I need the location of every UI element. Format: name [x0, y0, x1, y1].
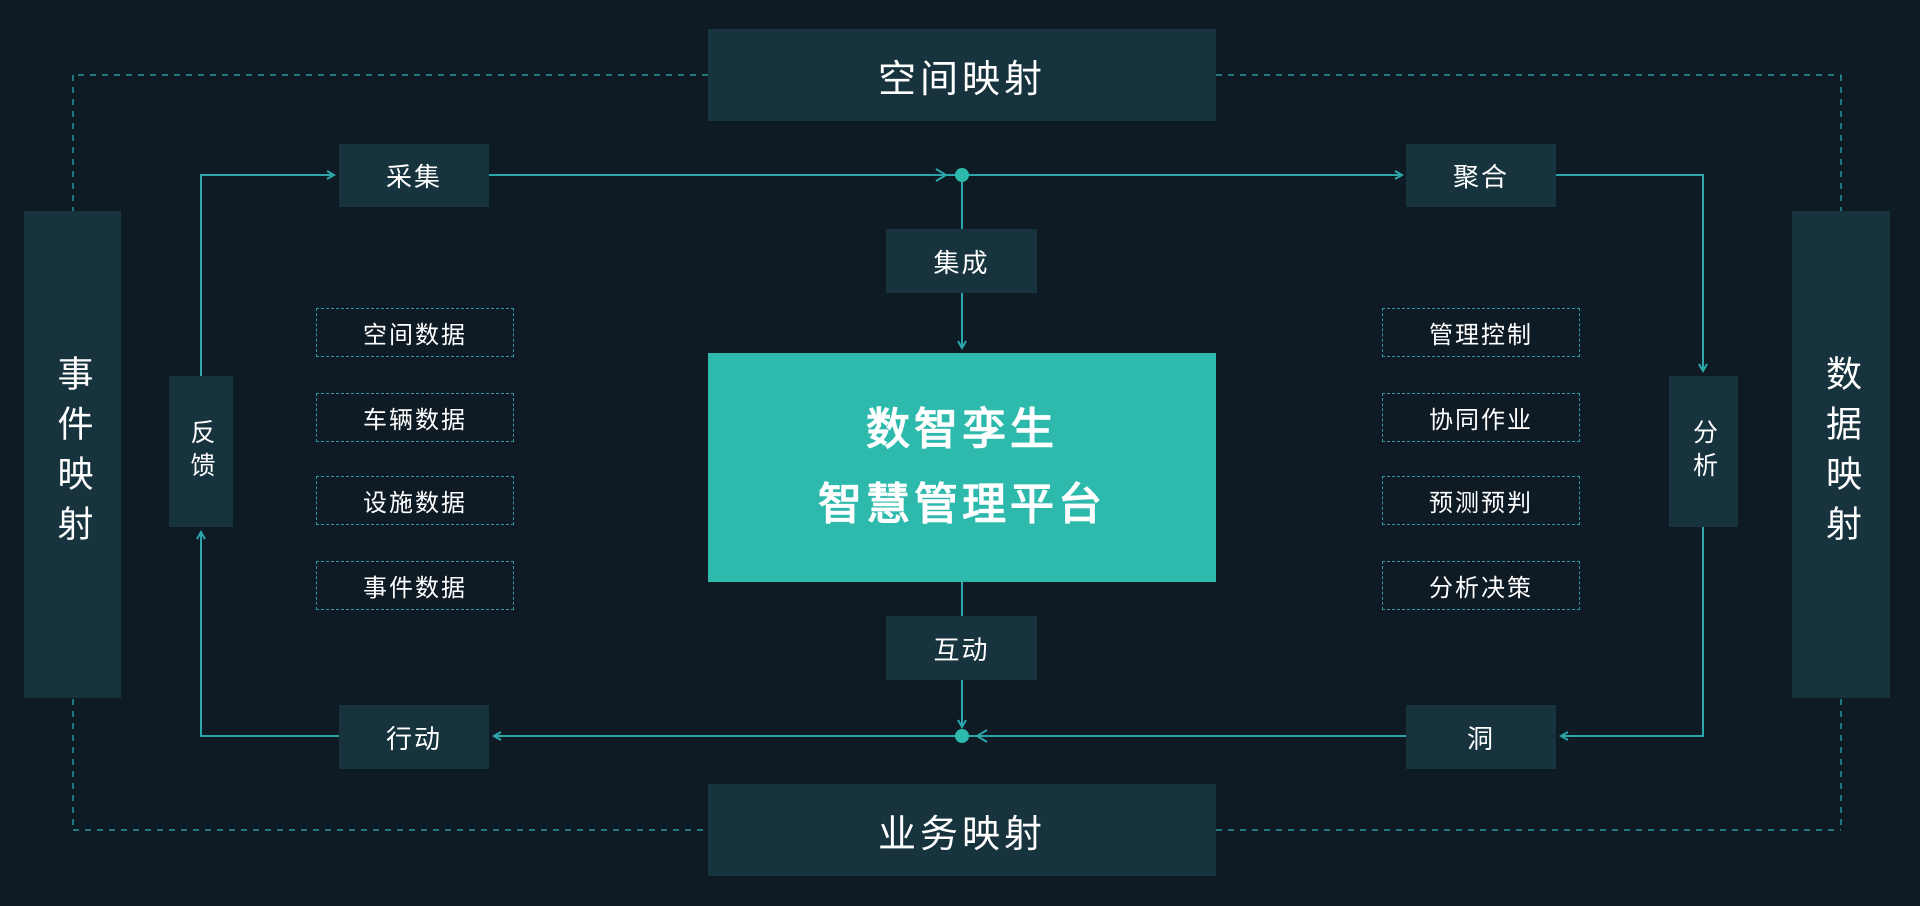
data-item-analysis-decision: 分析决策: [1382, 561, 1580, 610]
mapping-label-spatial: 空间映射: [877, 58, 1046, 101]
mapping-box-business: 业务映射: [708, 784, 1216, 876]
node-analysis-label: 分析: [1689, 418, 1718, 485]
mapping-box-spatial: 空间映射: [708, 29, 1216, 121]
platform-center-box: 数智孪生 智慧管理平台: [708, 353, 1216, 582]
data-item-event-data-label: 事件数据: [363, 575, 467, 602]
arrowhead-into-bottom-junction: [975, 729, 988, 743]
arrow-analysis-to-insight: [1558, 527, 1704, 741]
data-item-spatial-data: 空间数据: [316, 308, 514, 357]
node-action: 行动: [339, 705, 489, 769]
data-item-vehicle-data: 车辆数据: [316, 393, 514, 442]
data-item-analysis-decision-label: 分析决策: [1429, 575, 1533, 602]
arrow-action-to-feedback: [196, 529, 339, 737]
data-item-collaboration: 协同作业: [1382, 393, 1580, 442]
arrow-feedback-to-collect: [200, 170, 337, 376]
node-integrate: 集成: [886, 229, 1037, 293]
node-action-label: 行动: [385, 723, 442, 754]
data-item-prediction: 预测预判: [1382, 476, 1580, 525]
mapping-box-event: 事件映射: [24, 211, 121, 698]
data-item-facility-data: 设施数据: [316, 476, 514, 525]
node-analysis: 分析: [1669, 376, 1738, 527]
data-item-facility-data-label: 设施数据: [363, 490, 467, 517]
data-item-collaboration-label: 协同作业: [1429, 407, 1533, 434]
platform-title-line1: 数智孪生: [866, 404, 1058, 454]
data-item-management-control: 管理控制: [1382, 308, 1580, 357]
data-item-event-data: 事件数据: [316, 561, 514, 610]
node-interact-label: 互动: [933, 634, 990, 665]
data-item-vehicle-data-label: 车辆数据: [363, 407, 467, 434]
node-aggregate-label: 聚合: [1452, 162, 1509, 192]
mapping-label-data: 数据映射: [1821, 354, 1862, 555]
arrowhead-into-top-junction: [935, 168, 948, 182]
node-integrate-label: 集成: [933, 247, 990, 278]
platform-title-line2: 智慧管理平台: [818, 479, 1106, 529]
data-item-spatial-data-label: 空间数据: [363, 322, 467, 349]
node-interact: 互动: [886, 616, 1037, 680]
junction-dot-top: [955, 168, 969, 182]
node-feedback: 反馈: [169, 376, 233, 527]
node-feedback-label: 反馈: [187, 418, 215, 485]
node-aggregate: 聚合: [1406, 144, 1556, 207]
mapping-label-event: 事件映射: [52, 354, 94, 555]
node-collect: 采集: [339, 144, 489, 207]
data-item-management-control-label: 管理控制: [1429, 322, 1533, 349]
mapping-label-business: 业务映射: [877, 813, 1046, 856]
mapping-box-data: 数据映射: [1792, 211, 1890, 698]
node-insight: 洞: [1406, 705, 1556, 769]
arrow-aggregate-to-analysis: [1556, 174, 1708, 374]
node-insight-label: 洞: [1466, 723, 1495, 754]
node-collect-label: 采集: [385, 162, 442, 192]
data-item-prediction-label: 预测预判: [1429, 490, 1533, 517]
junction-dot-bottom: [955, 729, 969, 743]
